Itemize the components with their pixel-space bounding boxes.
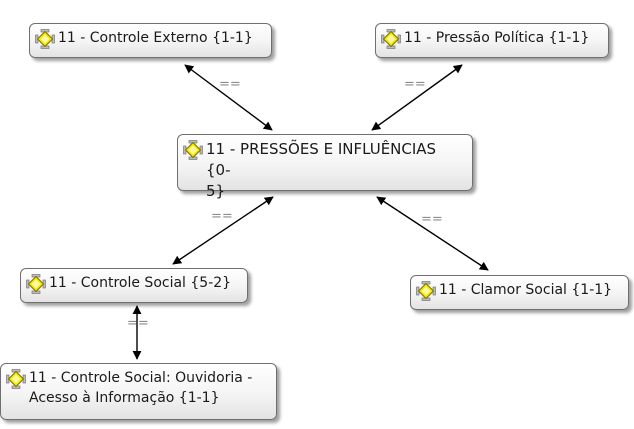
link-politica-pressoes[interactable] [371,64,463,131]
node-label: 11 - Pressão Política {1-1} [404,30,590,46]
link-pressoes-social[interactable] [172,196,274,265]
code-node-icon [35,29,55,49]
code-node-icon [416,281,436,301]
relation-label: == [404,77,426,92]
node-controle-externo[interactable]: 11 - Controle Externo {1-1} [29,23,272,58]
node-controle-social[interactable]: 11 - Controle Social {5-2} [20,268,248,303]
code-node-icon [26,274,46,294]
code-node-icon [381,29,401,49]
node-ouvidoria[interactable]: 11 - Controle Social: Ouvidoria - Acesso… [0,363,277,420]
node-pressoes-influencias[interactable]: 11 - PRESSÕES E INFLUÊNCIAS {0- 5} [177,134,473,200]
node-label: 11 - Controle Social {5-2} [49,275,232,291]
node-label: 11 - Controle Social: Ouvidoria - Acesso… [29,370,253,406]
node-pressao-politica[interactable]: 11 - Pressão Política {1-1} [375,23,609,58]
relation-label: == [127,316,149,331]
link-pressoes-clamor[interactable] [376,196,489,271]
code-node-icon [6,369,26,389]
node-label: 11 - Clamor Social {1-1} [439,282,613,298]
node-clamor-social[interactable]: 11 - Clamor Social {1-1} [410,275,629,310]
node-label: 11 - PRESSÕES E INFLUÊNCIAS {0- 5} [206,140,437,200]
link-externo-pressoes[interactable] [184,64,273,131]
node-label: 11 - Controle Externo {1-1} [58,30,253,46]
relation-label: == [421,212,443,227]
relation-label: == [211,209,233,224]
code-node-icon [183,140,203,160]
relation-label: == [219,77,241,92]
